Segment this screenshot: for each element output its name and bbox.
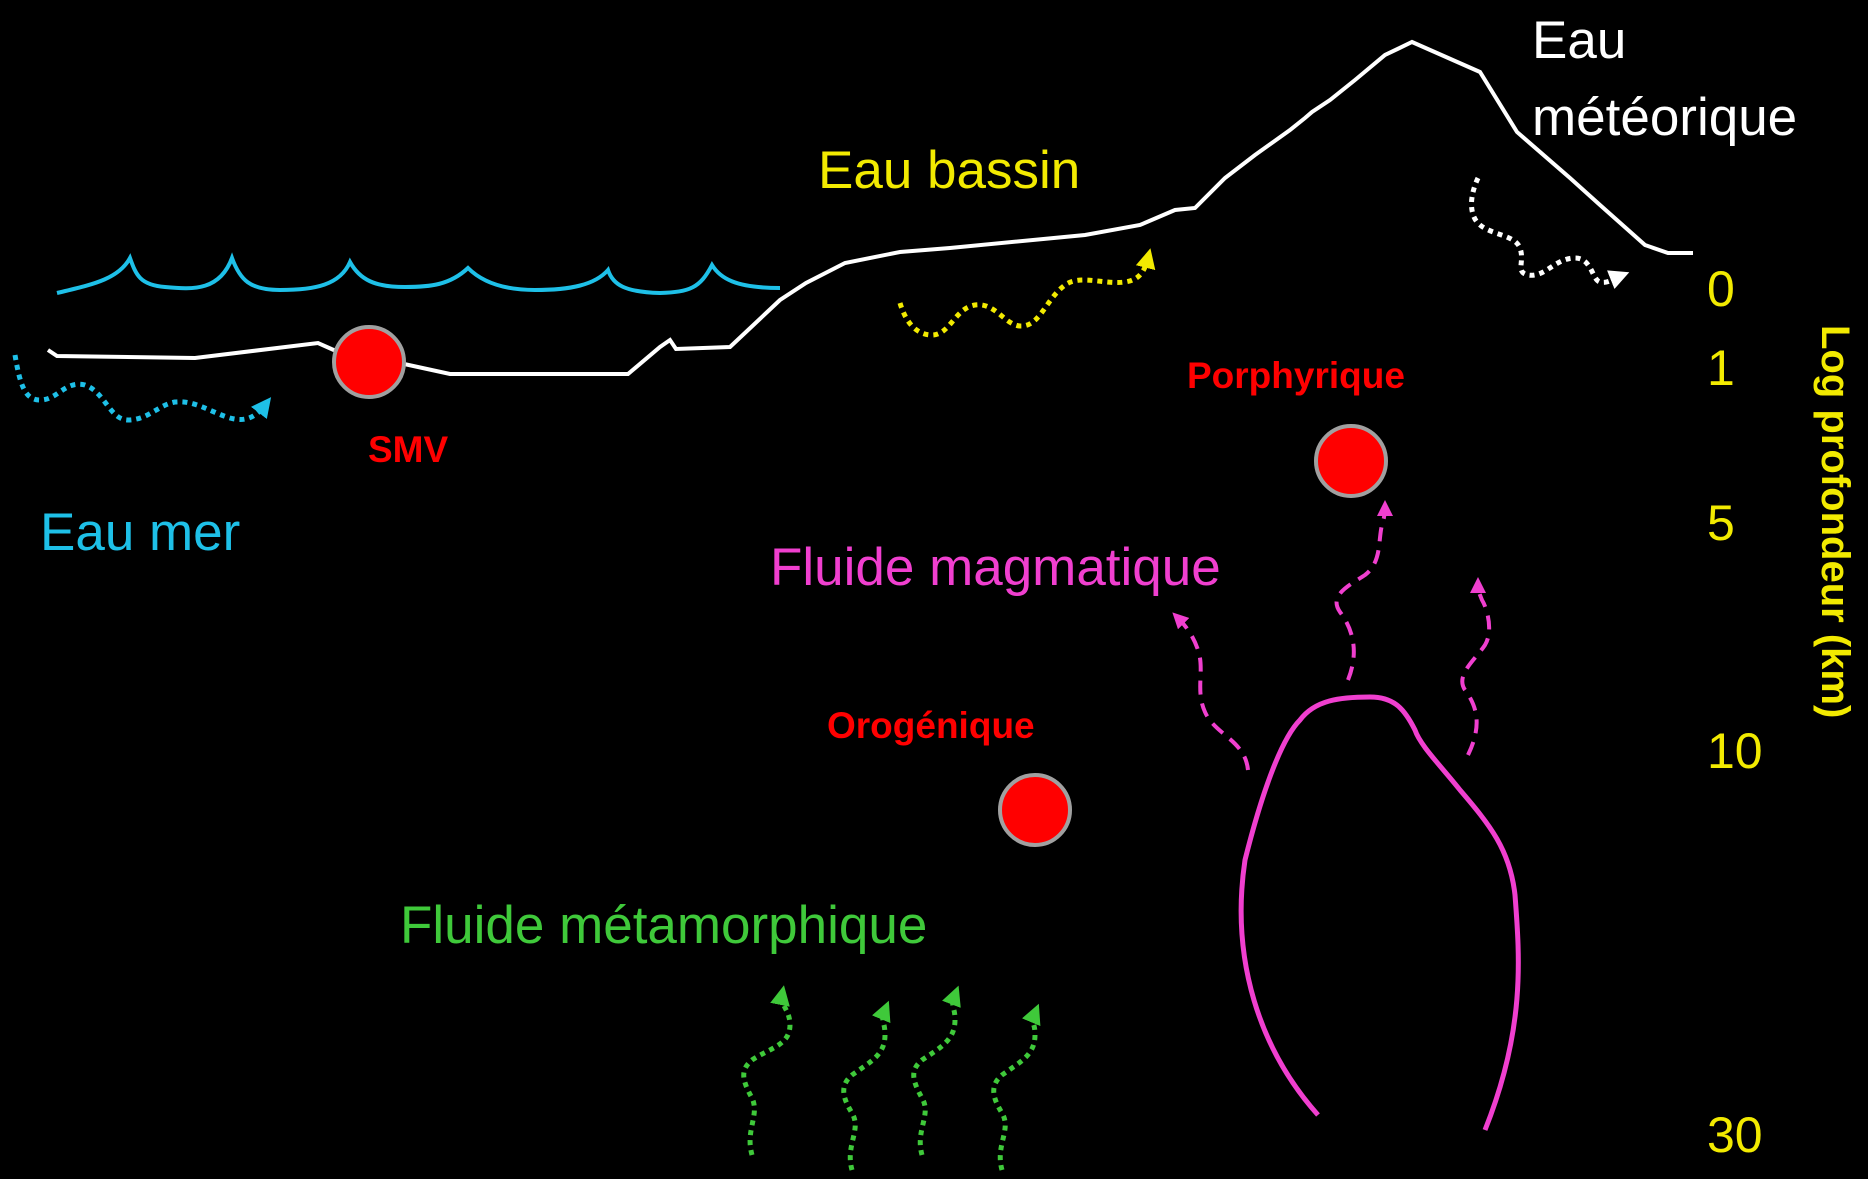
label-fluide-magmatique: Fluide magmatique [770, 538, 1221, 597]
magmatic-intrusion [1241, 697, 1518, 1130]
magmatic-fluid-flow-arrow [1462, 585, 1489, 755]
depth-tick: 5 [1707, 495, 1735, 551]
depth-axis-title: Log profondeur (km) [1813, 325, 1857, 718]
topography-line [48, 42, 1693, 374]
depth-tick: 1 [1707, 340, 1735, 396]
magmatic-fluid-flow-arrow [1337, 508, 1385, 680]
metamorphic-fluid-flow-arrow [744, 995, 790, 1155]
depth-tick: 10 [1707, 723, 1763, 779]
sea-surface-wave [57, 258, 780, 293]
label-eau-mer: Eau mer [40, 503, 240, 562]
depth-tick: 0 [1707, 261, 1735, 317]
sea-water-flow-arrow [15, 355, 265, 420]
label-eau-meteorique-line1: Eau [1532, 11, 1626, 70]
deposit-marker-orogenique [1000, 775, 1070, 845]
label-fluide-metamorphique: Fluide métamorphique [400, 896, 927, 955]
deposit-marker-smv [334, 327, 404, 397]
label-eau-meteorique-line2: météorique [1532, 88, 1797, 147]
label-smv: SMV [368, 429, 449, 470]
metamorphic-fluid-flow-arrow [844, 1010, 885, 1170]
meteoric-water-flow-arrow [1472, 178, 1621, 282]
magmatic-fluid-flow-arrow [1178, 618, 1248, 770]
metamorphic-fluid-flow-arrow [914, 995, 955, 1155]
depth-tick: 30 [1707, 1107, 1763, 1163]
metamorphic-fluid-flow-arrow [994, 1013, 1035, 1170]
label-eau-bassin: Eau bassin [818, 141, 1080, 200]
basin-water-flow-arrow [900, 258, 1148, 335]
label-orogenique: Orogénique [827, 705, 1035, 746]
deposit-marker-porphyrique [1316, 426, 1386, 496]
label-porphyrique: Porphyrique [1187, 355, 1405, 396]
depth-axis: 0 1 5 10 30 [1707, 261, 1763, 1163]
